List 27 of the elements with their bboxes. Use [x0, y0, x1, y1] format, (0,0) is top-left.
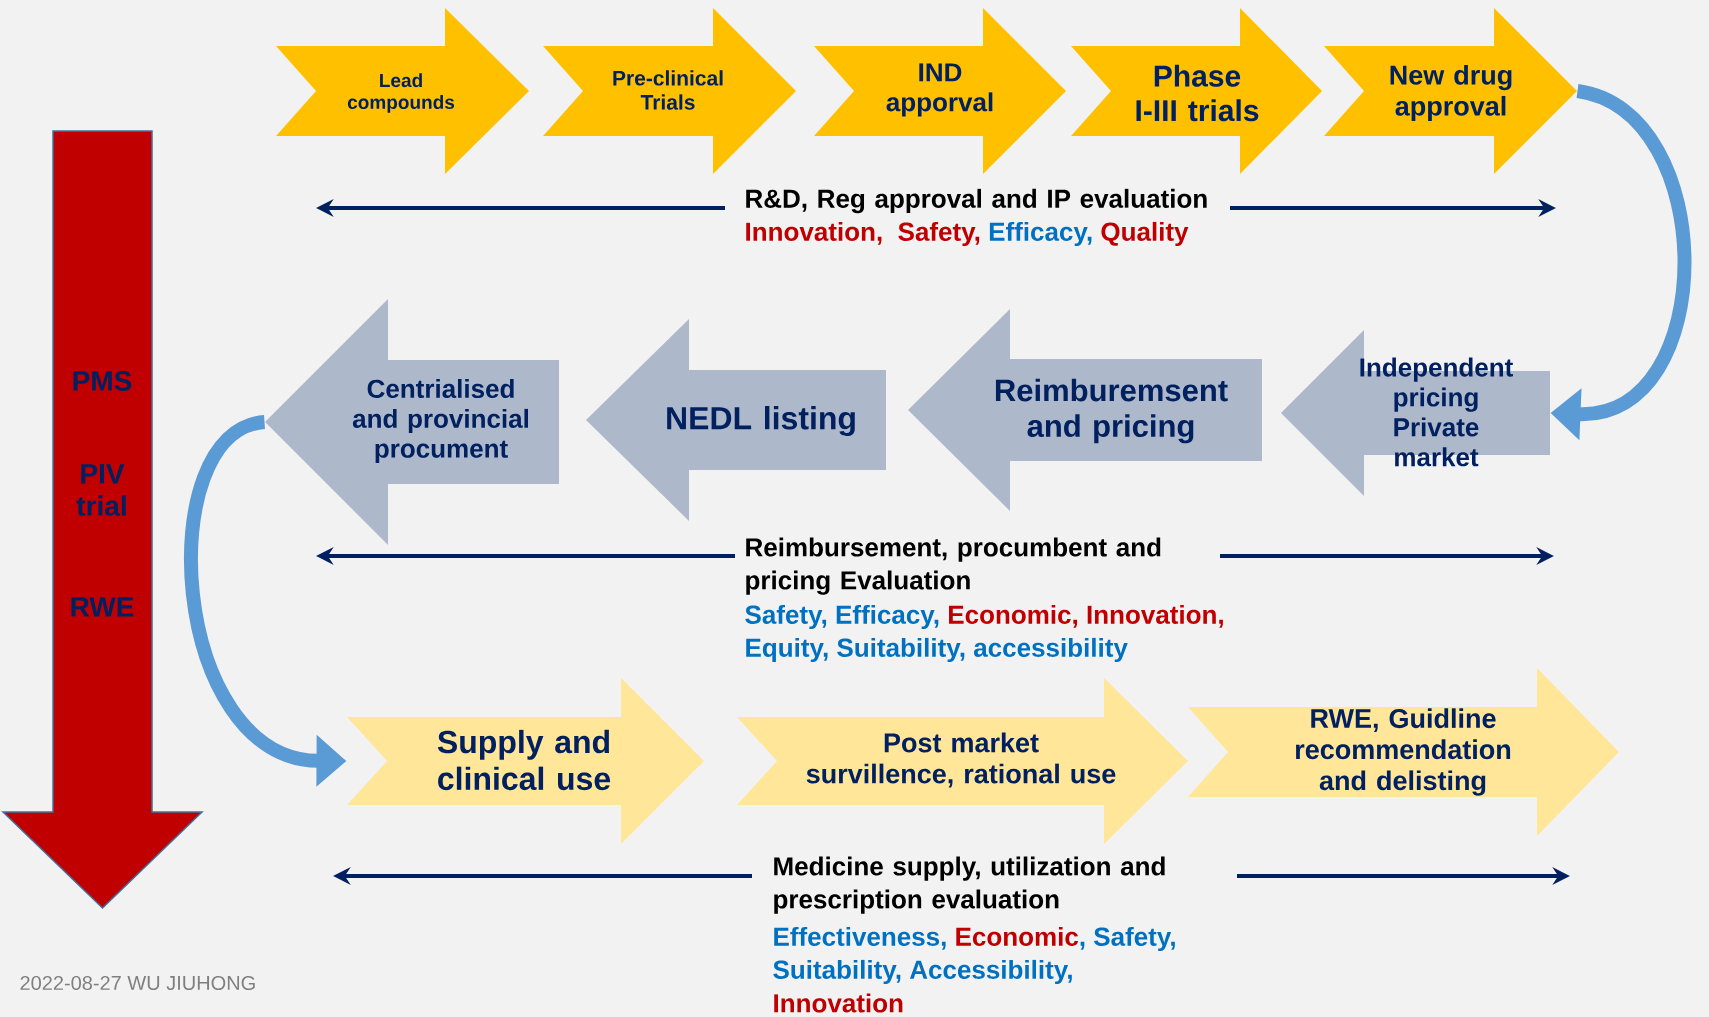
process-step: New drug approval	[1324, 8, 1577, 174]
label: Safety,	[898, 221, 980, 247]
criteria-text: Equity, Suitability, accessibility	[746, 637, 1128, 663]
process-step: RWE, Guidline recommendation and delisting	[1188, 668, 1619, 836]
criteria-text: Innovation	[774, 993, 903, 1013]
process-step: Supply and clinical use	[347, 678, 704, 844]
section-heading: R&D, Reg approval and IP evaluation	[746, 188, 1207, 214]
section-heading: Medicine supply, utilization and prescription evaluation	[774, 856, 1165, 914]
process-step: Phase I-III trials	[1071, 8, 1322, 174]
label: Quality	[1101, 221, 1189, 247]
label: Efficacy,	[989, 221, 1092, 247]
section-heading: Reimbursement, procumbent and pricing Evaluation	[746, 537, 1161, 595]
process-step: Lead compounds	[276, 8, 529, 174]
criteria-text: Suitability, Accessibility,	[773, 959, 1072, 985]
step-banner: NEDL listing	[586, 319, 886, 521]
process-step: Pre-clinical Trials	[543, 8, 796, 174]
step-banner: Independent pricing Private market	[1281, 330, 1550, 496]
process-step: IND apporval	[814, 8, 1066, 174]
process-step: Post market survillence, rational use	[737, 678, 1188, 844]
criteria-text: Innovation, Safety, Efficacy, Quality	[746, 221, 1189, 247]
step-banner: Centrialised and provincial procument	[265, 299, 559, 545]
label: Innovation,	[746, 221, 882, 245]
step-banner: Reimburemsent and pricing	[908, 309, 1262, 511]
criteria-text: Safety, Efficacy, Economic, Innovation,	[745, 604, 1223, 630]
footer-text: 2022-08-27 WU JIUHONG	[20, 975, 255, 991]
criteria-text: Effectiveness, Economic, Safety,	[774, 926, 1175, 952]
phase-banner: PMS PIV trial RWE	[1, 130, 204, 910]
